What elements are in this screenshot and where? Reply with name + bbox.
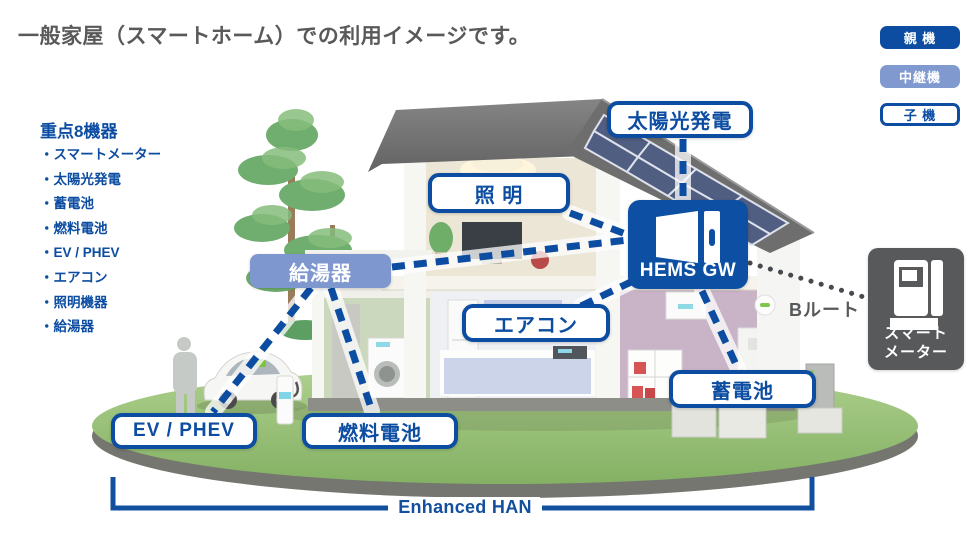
list-item-battery: ・蓄電池: [40, 196, 94, 212]
smart-meter-icon: [890, 260, 943, 330]
line-aircon-to-hems: [579, 277, 635, 310]
enhanced-han-label: Enhanced HAN: [390, 497, 540, 518]
line-waterheater-to-hems: [391, 236, 629, 271]
person: [173, 337, 197, 418]
charging-station: [276, 375, 294, 425]
device-list: ・スマートメーター ・太陽光発電 ・蓄電池 ・燃料電池 ・EV / PHEV ・…: [40, 143, 161, 340]
connection-lines: [205, 131, 867, 420]
list-item-ev-phev: ・EV / PHEV: [40, 245, 120, 261]
list-item-smart-meter: ・スマートメーター: [40, 147, 162, 162]
node-storage-battery: 蓄電池: [669, 370, 816, 408]
legend-child-unit: 子 機: [880, 103, 960, 126]
battery-units: [671, 363, 843, 439]
list-item-aircon: ・エアコン: [40, 269, 108, 285]
list-item-lighting: ・照明機器: [40, 294, 108, 310]
legend-relay-unit: 中継機: [880, 65, 960, 88]
list-item-fuel-cell: ・燃料電池: [40, 220, 108, 236]
hems-gw-label: HEMS GW: [639, 260, 737, 281]
list-item-solar: ・太陽光発電: [40, 171, 121, 187]
node-lighting: 照 明: [428, 173, 570, 213]
list-item-water-heater: ・給湯器: [40, 319, 94, 335]
line-waterheater-to-ev: [210, 285, 314, 415]
line-hems-to-battery: [698, 289, 743, 373]
legend-parent-unit: 親 機: [880, 26, 960, 49]
node-hems-gateway: HEMS GW: [628, 200, 748, 289]
smart-meter-label-line2: メーター: [883, 344, 948, 361]
node-solar-power: 太陽光発電: [607, 101, 753, 138]
node-water-heater: 給湯器: [250, 254, 391, 288]
node-ev-phev: EV / PHEV: [111, 413, 257, 449]
node-aircon: エアコン: [462, 304, 610, 342]
gateway-icon: [656, 211, 720, 263]
page-title: 一般家屋（スマートホーム）での利用イメージです。: [18, 25, 531, 48]
line-lighting-to-hems: [568, 209, 633, 240]
node-fuel-cell: 燃料電池: [302, 413, 458, 449]
node-smart-meter: スマート メーター: [868, 248, 964, 370]
line-b-route-dotted: [747, 260, 867, 300]
enhanced-han-bracket: [110, 477, 815, 511]
device-list-heading: 重点8機器: [40, 122, 118, 141]
b-route-label: Bルート: [789, 300, 860, 320]
